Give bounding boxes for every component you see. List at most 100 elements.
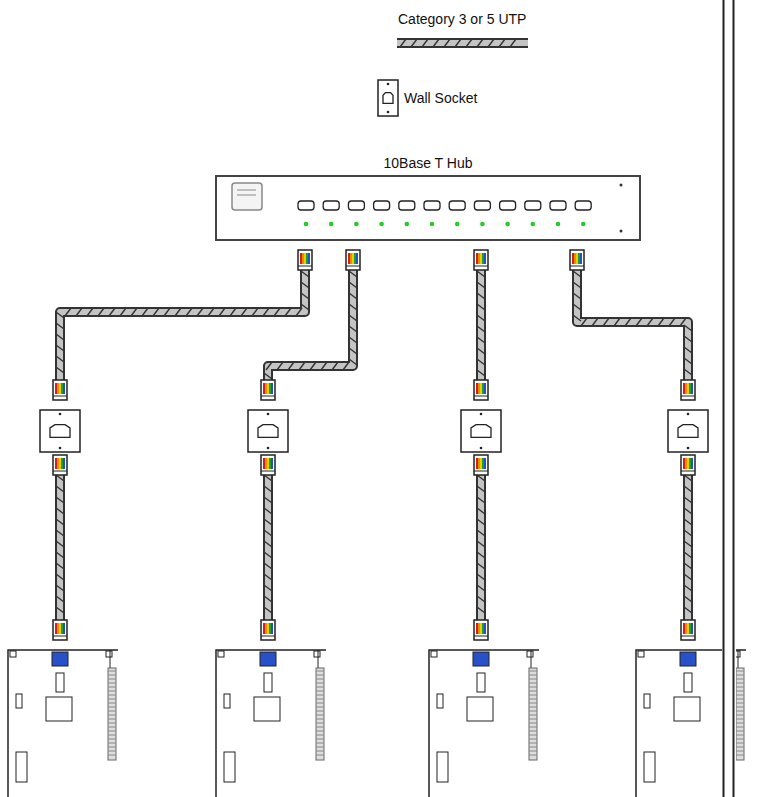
card-pin <box>529 727 537 728</box>
card-pin <box>529 671 537 672</box>
card-pin <box>108 699 116 700</box>
card-edge <box>531 650 532 668</box>
plug-wire <box>683 383 685 394</box>
card-pin <box>108 719 116 720</box>
cable-twist <box>266 362 272 370</box>
cable-outline <box>397 38 528 48</box>
plug-wire <box>687 383 689 394</box>
card-pin <box>529 751 537 752</box>
card-chip <box>224 752 235 782</box>
plug-wire <box>267 458 269 469</box>
socket-screw <box>387 111 390 114</box>
border-line <box>723 0 725 797</box>
cable-twist <box>56 475 64 481</box>
plug-wire <box>574 253 576 264</box>
card-pin <box>529 675 537 676</box>
cable-twist <box>477 508 485 514</box>
card-pin <box>316 719 324 720</box>
card-pin <box>736 687 744 688</box>
plug-wire <box>55 623 57 634</box>
cable-twist <box>625 318 631 326</box>
plug-wire <box>263 458 265 469</box>
card-pin <box>736 679 744 680</box>
cable-twist <box>477 370 485 376</box>
card-pin <box>108 735 116 736</box>
hub-led <box>556 222 561 227</box>
plug-edge <box>681 396 695 397</box>
plug-wire <box>480 383 482 394</box>
cable-outline <box>476 268 486 382</box>
card-pin <box>108 711 116 712</box>
plug-wire <box>269 383 271 394</box>
socket-outlet <box>678 425 698 438</box>
plug-wire <box>476 458 478 469</box>
cable-twist <box>332 362 338 370</box>
rj45-jack <box>680 652 696 666</box>
card-pins <box>316 668 324 760</box>
card-pin <box>529 699 537 700</box>
cable-twist <box>56 530 64 536</box>
plug-wire <box>352 253 354 264</box>
cable-twist <box>56 552 64 558</box>
card-edge <box>318 650 319 668</box>
card-pin <box>316 755 324 756</box>
rj45-plug <box>474 380 488 400</box>
cable-twist <box>684 574 692 580</box>
cable-twist <box>349 326 357 332</box>
cable-twist <box>142 308 148 316</box>
card-pin <box>529 747 537 748</box>
cable-outline <box>268 268 353 382</box>
rj45-plug <box>53 620 67 640</box>
plug-wire <box>482 623 484 634</box>
rj45-plug <box>53 455 67 475</box>
cable-twist <box>684 585 692 591</box>
cable-twist <box>477 585 485 591</box>
cable-twist <box>349 293 357 299</box>
card-pin <box>108 747 116 748</box>
cable-twist <box>349 304 357 310</box>
card-pin <box>529 711 537 712</box>
hub-led <box>430 222 435 227</box>
card-pin <box>529 735 537 736</box>
cable-twist <box>263 308 269 316</box>
plug-wire <box>59 623 61 634</box>
card-notch <box>314 651 320 657</box>
plug-wire <box>687 623 689 634</box>
cable-twist <box>510 39 516 47</box>
plug-wire <box>265 458 267 469</box>
card-pin <box>108 671 116 672</box>
card-pin <box>108 687 116 688</box>
cable-twist <box>56 508 64 514</box>
plug-wire <box>267 383 269 394</box>
card-pin <box>316 687 324 688</box>
cable-twist <box>614 318 620 326</box>
cable-twist <box>603 318 609 326</box>
plug-edge <box>261 471 275 472</box>
plug-edge <box>298 266 312 267</box>
card-pin <box>316 735 324 736</box>
rj45-plug <box>681 455 695 475</box>
cable-twist <box>684 497 692 503</box>
card-pin <box>316 743 324 744</box>
plug-edge <box>681 471 695 472</box>
hub-panel-line <box>237 190 256 191</box>
cable-twist <box>131 308 137 316</box>
cable-twist <box>477 541 485 547</box>
card-pin <box>108 679 116 680</box>
card-notch <box>218 651 224 657</box>
hub-screw <box>620 184 623 187</box>
plug-wire <box>348 253 350 264</box>
plug-wire <box>55 383 57 394</box>
cable-outline <box>55 472 65 622</box>
card-pin <box>316 691 324 692</box>
card-pin <box>736 751 744 752</box>
cable-twist <box>153 308 159 316</box>
cable-outline <box>263 472 273 622</box>
hub-led <box>354 222 359 227</box>
card-edge <box>738 650 739 668</box>
cable-twist <box>299 362 305 370</box>
card-pin <box>316 739 324 740</box>
cable-twist <box>56 563 64 569</box>
plug-wire <box>480 623 482 634</box>
plug-wire <box>263 383 265 394</box>
